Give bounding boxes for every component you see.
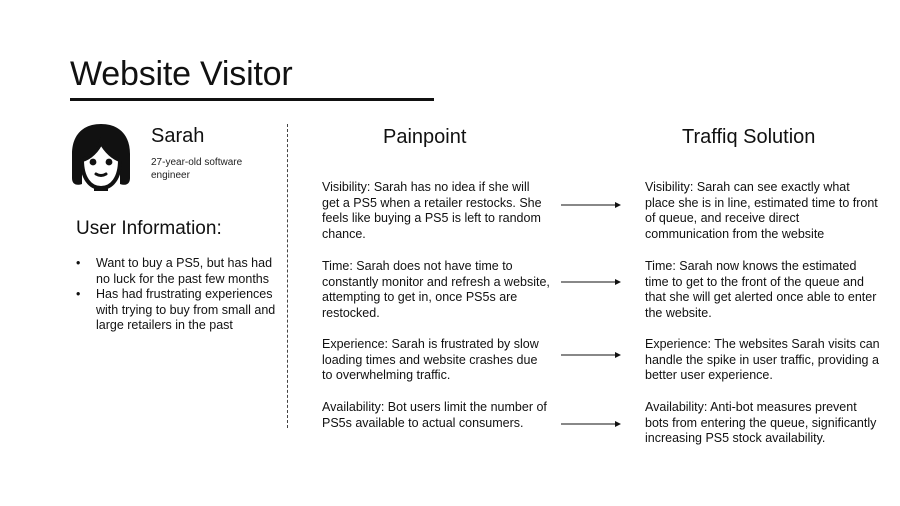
- solution-text: : Sarah can see exactly what place she i…: [645, 180, 878, 241]
- solution-heading: Traffiq Solution: [682, 126, 816, 148]
- page-title: Website Visitor: [70, 55, 293, 93]
- solution-label: Time: [645, 259, 673, 273]
- solution-visibility: Visibility: Sarah can see exactly what p…: [645, 180, 883, 242]
- column-divider: [287, 124, 288, 428]
- arrow-right-icon: [561, 421, 621, 427]
- arrow-right-icon: [561, 352, 621, 358]
- painpoint-text: : Sarah does not have time to constantly…: [322, 259, 550, 320]
- painpoint-experience: Experience: Sarah is frustrated by slow …: [322, 337, 550, 384]
- list-item: Has had frustrating experiences with try…: [76, 287, 276, 334]
- user-info-list: Want to buy a PS5, but has had no luck f…: [76, 256, 276, 334]
- painpoint-visibility: Visibility: Sarah has no idea if she wil…: [322, 180, 550, 242]
- painpoint-text: : Sarah is frustrated by slow loading ti…: [322, 337, 539, 382]
- solution-label: Availability: [645, 400, 704, 414]
- painpoint-label: Time: [322, 259, 350, 273]
- painpoint-heading: Painpoint: [383, 126, 467, 148]
- solution-label: Experience: [645, 337, 708, 351]
- painpoint-text: : Sarah has no idea if she will get a PS…: [322, 180, 542, 241]
- user-name: Sarah: [151, 125, 205, 147]
- list-item: Want to buy a PS5, but has had no luck f…: [76, 256, 276, 287]
- title-underline: [70, 98, 434, 101]
- painpoint-label: Availability:: [322, 400, 385, 414]
- user-info-heading: User Information:: [76, 218, 222, 239]
- woman-avatar-icon: [72, 124, 130, 191]
- solution-time: Time: Sarah now knows the estimated time…: [645, 259, 883, 321]
- painpoint-time: Time: Sarah does not have time to consta…: [322, 259, 550, 321]
- arrow-right-icon: [561, 202, 621, 208]
- solution-text: : Sarah now knows the estimated time to …: [645, 259, 877, 320]
- painpoint-availability: Availability: Bot users limit the number…: [322, 400, 550, 431]
- painpoint-text: Bot users limit the number of PS5s avail…: [322, 400, 547, 430]
- solution-text: : The websites Sarah visits can handle t…: [645, 337, 880, 382]
- painpoint-label: Experience: [322, 337, 385, 351]
- solution-text: : Anti-bot measures prevent bots from en…: [645, 400, 877, 445]
- solution-experience: Experience: The websites Sarah visits ca…: [645, 337, 883, 384]
- solution-availability: Availability: Anti-bot measures prevent …: [645, 400, 883, 447]
- painpoint-label: Visibility: [322, 180, 367, 194]
- arrow-right-icon: [561, 279, 621, 285]
- user-role: 27-year-old software engineer: [151, 157, 243, 181]
- solution-label: Visibility: [645, 180, 690, 194]
